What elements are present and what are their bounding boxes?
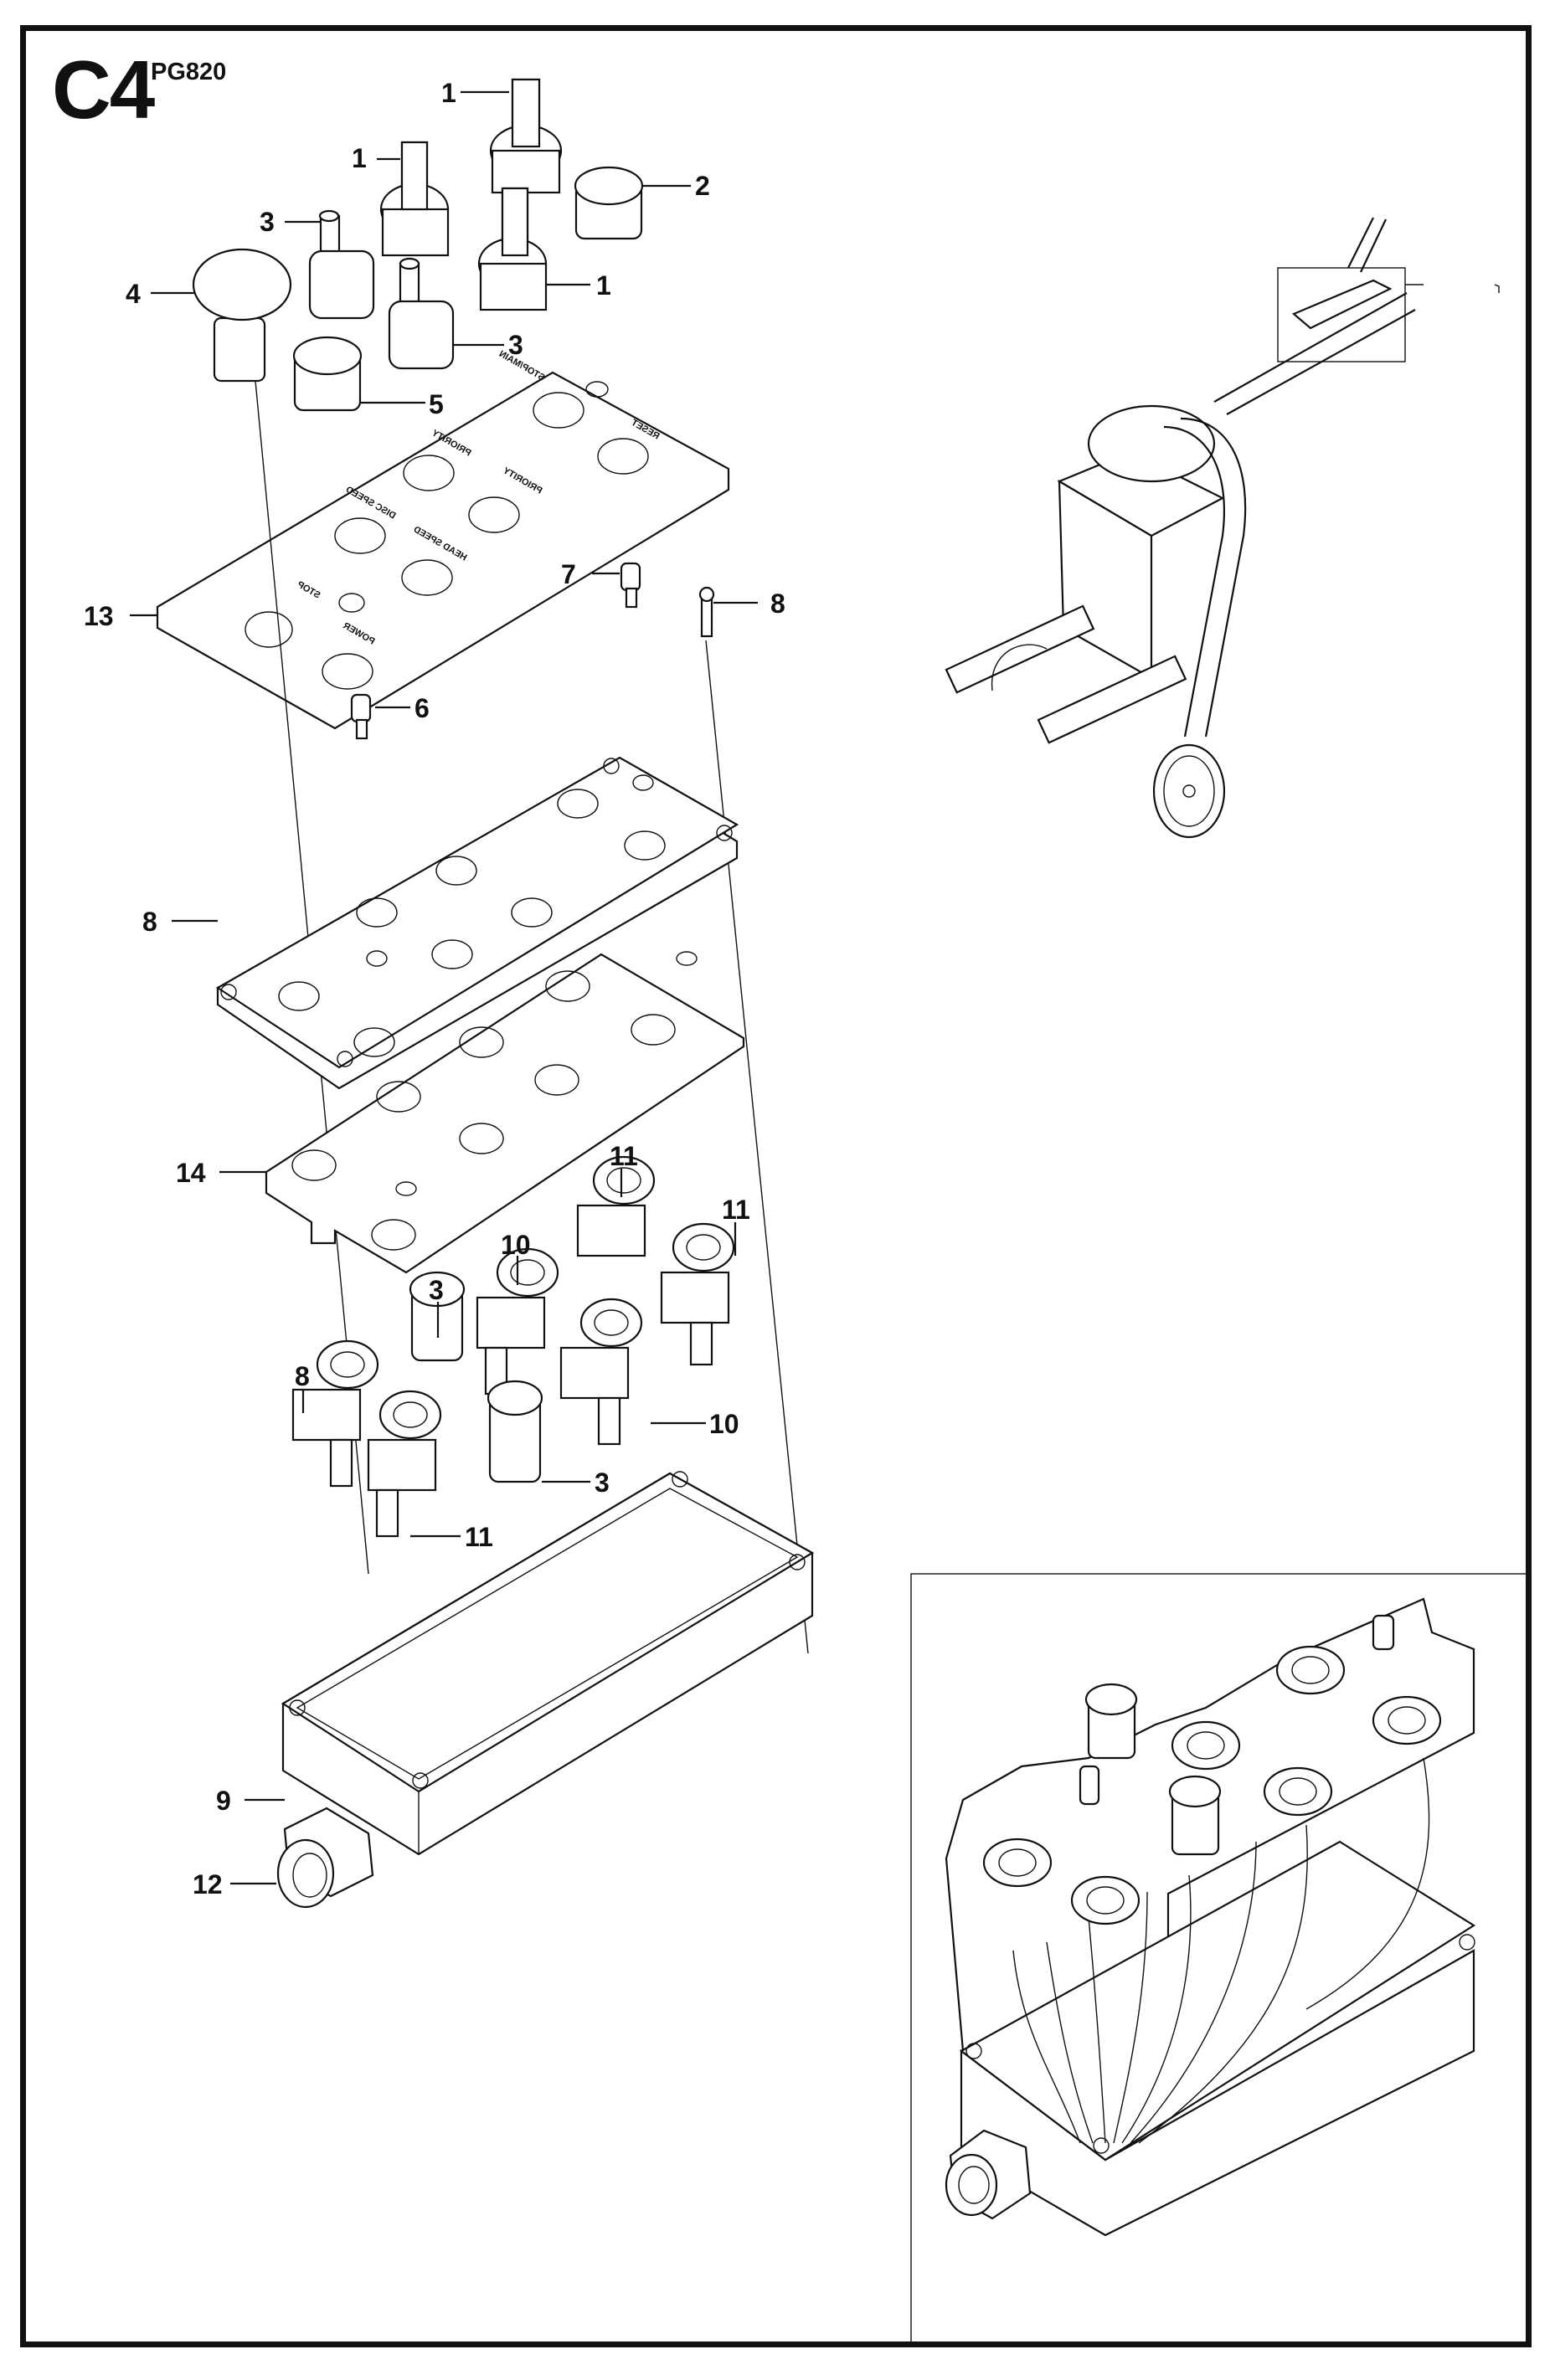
- gasket-part: [265, 951, 745, 1274]
- callout-11: 11: [722, 1195, 750, 1225]
- callout-12: 12: [193, 1869, 223, 1899]
- callout-9: 8: [295, 1361, 310, 1391]
- callout-3: 3: [260, 207, 275, 237]
- contact-block-part: [559, 1298, 643, 1446]
- callout-1: 1: [352, 143, 367, 173]
- callout-1: 1: [441, 78, 456, 108]
- callout-3: 3: [508, 330, 523, 360]
- label-plate-part: STOP/MAIN RESET PRIORITY PRIORITY DISC S…: [156, 349, 730, 730]
- enclosure-lid-part: [215, 756, 739, 1090]
- selector-button-part: [308, 209, 375, 320]
- callout-8: 8: [770, 589, 785, 619]
- callout-1: 1: [596, 270, 611, 301]
- callout-3: 3: [429, 1275, 444, 1305]
- pilot-light-lens-part: [292, 336, 363, 412]
- enclosure-box-part: [281, 1471, 815, 1856]
- callout-4: 4: [126, 279, 141, 309]
- callout-11: 11: [610, 1141, 638, 1171]
- cable-gland-part: [276, 1807, 374, 1909]
- screw-part: [698, 586, 715, 638]
- callout-2: 2: [695, 171, 710, 201]
- model-name: PG820: [151, 59, 227, 85]
- callout-10: 10: [709, 1409, 739, 1439]
- indicator-lamp-part: [350, 693, 372, 740]
- contact-block-part: [367, 1390, 442, 1538]
- contact-block-part: [476, 1247, 559, 1396]
- callout-10: 10: [501, 1230, 531, 1260]
- callout-14: 14: [176, 1158, 206, 1188]
- assembled-control-box-illustration: [945, 1597, 1476, 2237]
- indicator-lamp-part: [620, 562, 641, 609]
- section-title: C4: [52, 44, 155, 136]
- callout-11: 11: [465, 1522, 493, 1552]
- callout-6: 6: [414, 693, 430, 723]
- detail-inset-frame: [910, 1573, 1532, 2347]
- selector-button-part: [388, 257, 455, 370]
- toggle-switch-part: [379, 141, 450, 257]
- callout-8: 9: [216, 1786, 231, 1816]
- emergency-stop-button-part: [192, 248, 292, 383]
- toggle-switch-part: [489, 78, 563, 194]
- diagram-frame: [20, 25, 1532, 2347]
- machine-overview-illustration: [945, 217, 1500, 839]
- callout-8: 8: [142, 907, 157, 937]
- contact-block-part: [660, 1222, 735, 1366]
- contact-block-part: [576, 1155, 656, 1257]
- contact-block-part: [291, 1339, 379, 1488]
- callout-13: 13: [84, 601, 114, 631]
- toggle-switch-part: [477, 187, 548, 311]
- pilot-light-cap-part: [574, 166, 644, 240]
- lamp-holder-part: [487, 1380, 543, 1483]
- callout-3: 3: [595, 1468, 610, 1498]
- callout-7: 7: [561, 559, 576, 589]
- callout-5: 5: [429, 389, 444, 419]
